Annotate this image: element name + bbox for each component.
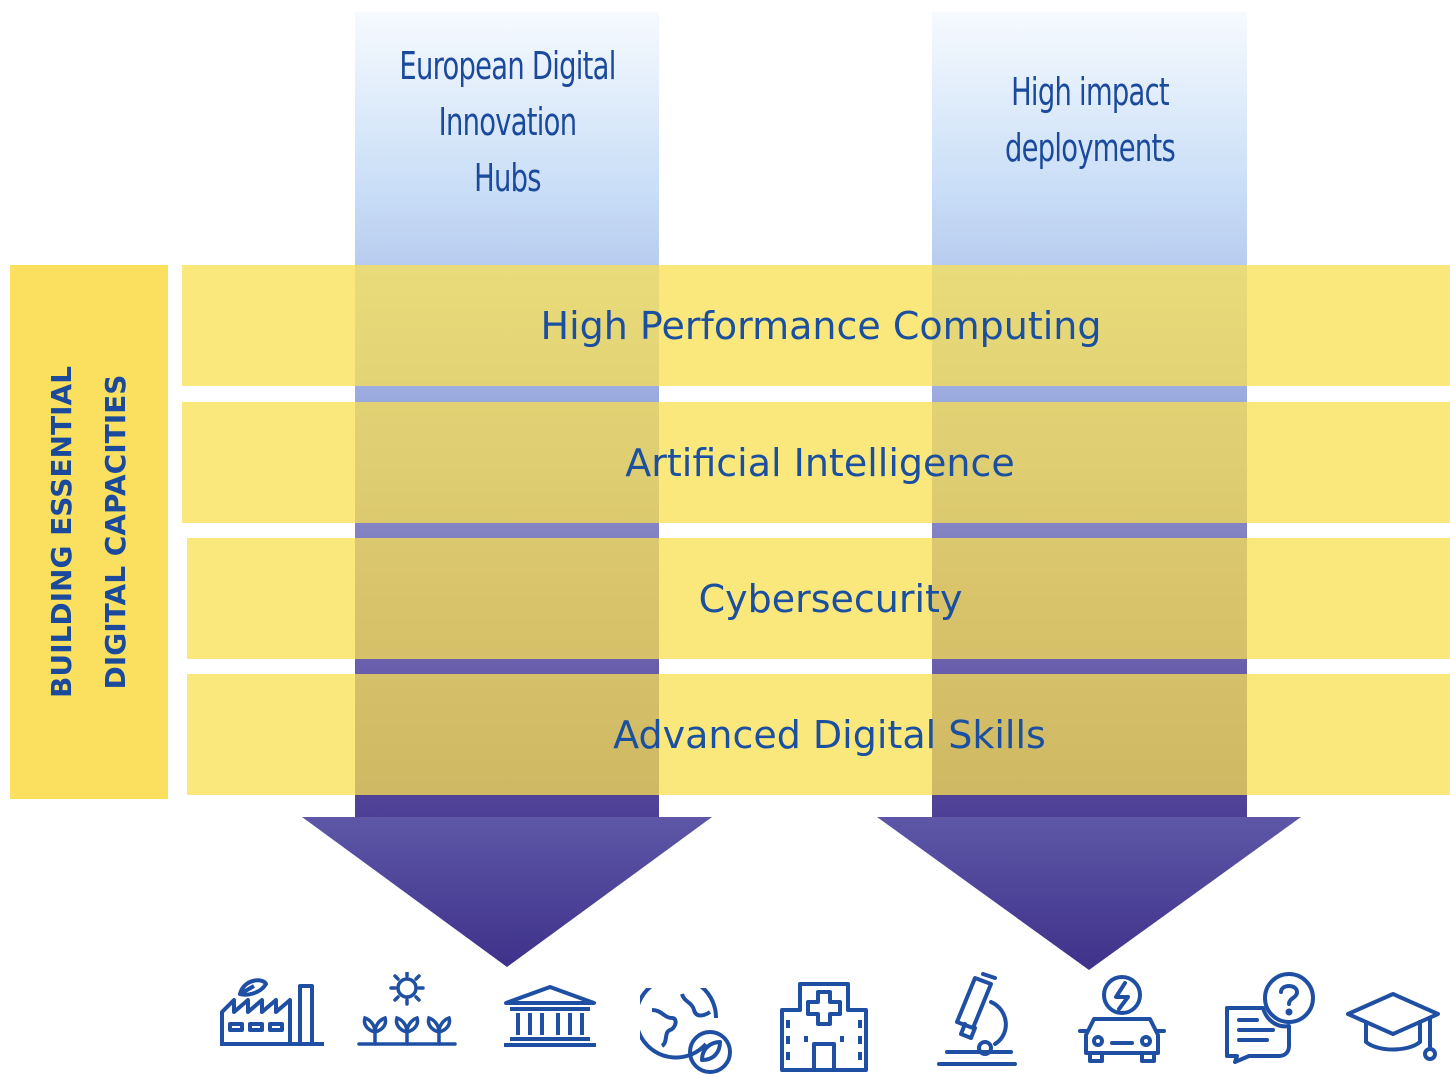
public-administration-icon [502,985,598,1047]
band-label: High Performance Computing [540,303,1102,348]
band-label: Advanced Digital Skills [613,712,1046,757]
side-panel-line: BUILDING ESSENTIAL [45,366,78,698]
green-factory-icon [220,978,324,1046]
column-label-line: High impact [1011,70,1170,114]
education-icon [1346,990,1440,1068]
side-panel: BUILDING ESSENTIAL DIGITAL CAPACITIES [10,265,168,799]
agriculture-icon [355,972,459,1046]
arrow-head-deployments [877,817,1301,970]
electric-vehicle-icon [1076,973,1168,1065]
hospital-icon [778,980,870,1072]
column-label-line: Hubs [474,156,541,200]
band-artificial-intelligence: Artificial Intelligence [182,402,1450,523]
band-high-performance-computing: High Performance Computing [182,265,1450,386]
side-panel-title: BUILDING ESSENTIAL DIGITAL CAPACITIES [35,282,143,782]
column-label-line: European Digital [399,44,616,88]
band-label: Artificial Intelligence [625,440,1015,485]
band-advanced-digital-skills: Advanced Digital Skills [187,674,1450,795]
column-label-line: deployments [1005,126,1176,170]
research-microscope-icon [935,972,1019,1068]
side-panel-line: DIGITAL CAPACITIES [99,374,132,690]
column-label-deployments: High impact deployments [935,64,1245,176]
band-label: Cybersecurity [698,576,963,621]
band-cybersecurity: Cybersecurity [187,538,1450,659]
arrow-head-edih [302,817,712,967]
column-label-edih: European Digital Innovation Hubs [358,38,657,206]
communication-icon [1223,972,1323,1064]
environment-icon [640,988,734,1074]
column-label-line: Innovation [438,100,577,144]
